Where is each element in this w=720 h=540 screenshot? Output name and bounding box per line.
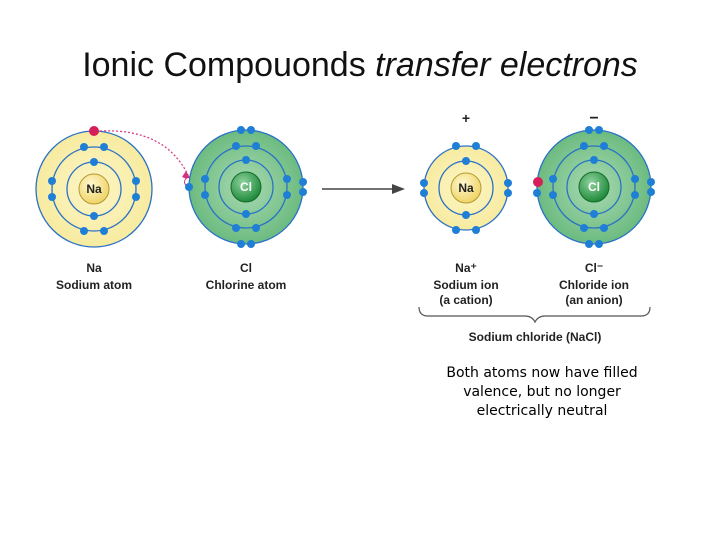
electron: [90, 212, 98, 220]
electron: [595, 126, 603, 134]
sodium-ion-electrons: [420, 142, 512, 234]
electron: [504, 189, 512, 197]
chloride-ion-charge: −: [589, 110, 598, 127]
electron: [242, 156, 250, 164]
electron: [48, 193, 56, 201]
sodium-ion-name: Na⁺: [455, 261, 477, 275]
electron: [504, 179, 512, 187]
electron: [590, 210, 598, 218]
electron: [600, 224, 608, 232]
electron: [80, 227, 88, 235]
electron: [549, 191, 557, 199]
electron: [242, 210, 250, 218]
electron: [299, 178, 307, 186]
electron: [420, 189, 428, 197]
electron: [590, 156, 598, 164]
electron: [462, 157, 470, 165]
electron: [452, 142, 460, 150]
sodium-atom-caption: Sodium atom: [56, 278, 132, 292]
electron: [132, 177, 140, 185]
electron: [452, 226, 460, 234]
electron: [237, 240, 245, 248]
transfer-electron: [89, 126, 99, 136]
electron: [283, 191, 291, 199]
sodium-ion-subcaption: (a cation): [439, 293, 492, 307]
electron: [580, 142, 588, 150]
chloride-ion-caption: Chloride ion: [559, 278, 629, 292]
electron: [232, 142, 240, 150]
electron: [585, 126, 593, 134]
chloride-ion-name: Cl⁻: [585, 261, 603, 275]
sodium-electrons: [48, 143, 140, 235]
explanation-note: Both atoms now have filled valence, but …: [446, 365, 638, 419]
electron: [232, 224, 240, 232]
electron: [299, 188, 307, 196]
page-title: Ionic Compouonds transfer electrons: [0, 46, 720, 85]
chloride-ion: − Cl: [533, 110, 655, 248]
chloride-ion-nucleus-symbol: Cl: [588, 180, 600, 194]
chlorine-atom-caption: Chlorine atom: [206, 278, 287, 292]
title-main: Ionic Compouonds: [82, 46, 376, 84]
chloride-ion-subcaption: (an anion): [565, 293, 622, 307]
compound-brace: [418, 306, 651, 324]
chlorine-nucleus-symbol: Cl: [240, 180, 252, 194]
sodium-ion-caption: Sodium ion: [433, 278, 498, 292]
arrow-right-icon: [322, 184, 405, 194]
chlorine-electrons: [185, 126, 307, 248]
chlorine-atom-name: Cl: [240, 261, 252, 275]
electron: [48, 177, 56, 185]
electron: [100, 227, 108, 235]
sodium-atom-name: Na: [86, 261, 102, 275]
electron: [252, 224, 260, 232]
title-italic: transfer electrons: [375, 46, 638, 84]
electron: [549, 175, 557, 183]
electron: [283, 175, 291, 183]
electron: [600, 142, 608, 150]
electron: [631, 175, 639, 183]
electron: [647, 178, 655, 186]
sodium-nucleus-symbol: Na: [86, 182, 102, 196]
chlorine-atom: Cl: [185, 126, 307, 248]
electron: [80, 143, 88, 151]
electron: [201, 175, 209, 183]
electron: [420, 179, 428, 187]
sodium-ion-charge: +: [462, 110, 470, 126]
electron: [533, 189, 541, 197]
electron: [647, 188, 655, 196]
electron: [595, 240, 603, 248]
chloride-ion-electrons: [533, 126, 655, 248]
electron: [472, 142, 480, 150]
electron: [132, 193, 140, 201]
electron: [585, 240, 593, 248]
electron: [201, 191, 209, 199]
compound-label: Sodium chloride (NaCl): [469, 330, 602, 344]
electron: [252, 142, 260, 150]
sodium-ion-nucleus-symbol: Na: [458, 181, 474, 195]
electron: [247, 126, 255, 134]
electron: [185, 183, 193, 191]
electron: [631, 191, 639, 199]
electron: [237, 126, 245, 134]
electron: [100, 143, 108, 151]
sodium-atom: Na: [35, 130, 153, 248]
electron: [472, 226, 480, 234]
electron: [90, 158, 98, 166]
electron: [247, 240, 255, 248]
sodium-ion: + Na: [420, 110, 512, 234]
electron: [462, 211, 470, 219]
electron: [580, 224, 588, 232]
gained-electron: [533, 177, 543, 187]
